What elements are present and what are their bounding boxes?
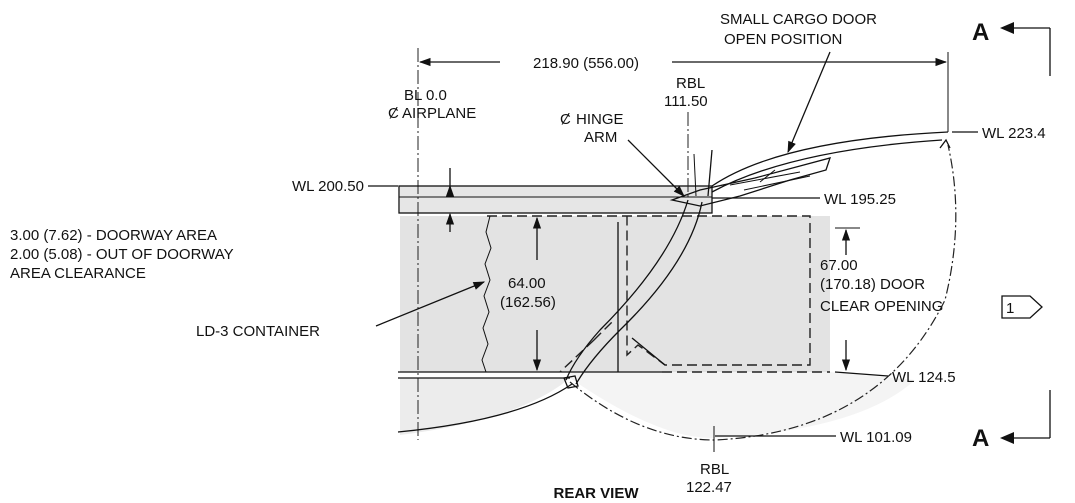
rbl-hinge-label-2: 111.50: [664, 93, 708, 110]
upper-floor-beam: [398, 185, 713, 214]
flag-note-box: [1001, 295, 1043, 319]
container-leader: [375, 281, 486, 327]
rbl-hinge-label-1: RBL: [676, 75, 705, 92]
svg-text:Ȼ: Ȼ: [388, 105, 399, 122]
section-a-bottom-label: A: [972, 425, 989, 452]
wl-101-label: WL 101.09: [840, 429, 912, 446]
door-vertical-2: [693, 153, 697, 197]
section-a-top-label: A: [972, 19, 989, 46]
bl-label-2: AIRPLANE: [402, 105, 476, 122]
wl-124-label: WL 124.5: [892, 369, 956, 386]
dim-67-metric: (170.18) DOOR: [820, 276, 925, 293]
section-a-top-head: [1000, 22, 1014, 34]
hinge-arm-body: [565, 199, 689, 381]
door-title-1: SMALL CARGO DOOR: [720, 11, 877, 28]
wl-223-label: WL 223.4: [982, 125, 1046, 142]
door-title-leader: [787, 51, 831, 154]
fuselage-shade: [400, 186, 712, 213]
wl-195-label: WL 195.25: [824, 191, 896, 208]
section-a-top-arrow: [1010, 27, 1051, 76]
bl-label-1: BL 0.0: [404, 87, 447, 104]
svg-text:Ȼ: Ȼ: [560, 111, 571, 128]
dim-64-metric: (162.56): [500, 294, 556, 311]
door-open-panel: [711, 131, 949, 187]
cargo-compartment-shade: [400, 216, 830, 372]
doorway-line-2: 2.00 (5.08) - OUT OF DOORWAY: [10, 246, 234, 263]
flag-note-label: 1: [1006, 300, 1014, 317]
container-label: LD-3 CONTAINER: [196, 323, 320, 340]
hinge-label-1: HINGE: [576, 111, 624, 128]
door-open-panel-inner: [711, 139, 943, 193]
dim-67-opening: CLEAR OPENING: [820, 298, 943, 315]
overall-width-label: 218.90 (556.00): [533, 55, 639, 72]
door-outer-arc: [397, 383, 573, 433]
hinge-leader: [627, 139, 685, 197]
container-jagged-edge: [481, 215, 492, 373]
hinge-label-2: ARM: [584, 129, 617, 146]
doorway-line-1: 3.00 (7.62) - DOORWAY AREA: [10, 227, 217, 244]
wl-124-leader: [834, 371, 889, 377]
door-swing-arc-lower: [569, 144, 957, 441]
rbl-bottom-2: 122.47: [686, 479, 732, 496]
rbl-bottom-1: RBL: [700, 461, 729, 478]
door-vertical: [707, 149, 713, 197]
cabin-sweep-shade: [400, 378, 570, 435]
centerline-symbol-bl: Ȼ: [388, 105, 399, 122]
hinge-arm-tip: [563, 375, 579, 389]
dim-64-value: 64.00: [508, 275, 546, 292]
container-left-dash: [559, 321, 613, 373]
section-a-bottom-head: [1000, 432, 1014, 444]
door-open-mechanism-2: [729, 169, 811, 191]
door-tip: [939, 138, 951, 149]
hinge-arm-body-2: [575, 201, 703, 385]
doorway-line-3: AREA CLEARANCE: [10, 265, 146, 282]
door-arc-region: [570, 372, 915, 439]
door-title-2: OPEN POSITION: [724, 31, 842, 48]
dim-67-value: 67.00: [820, 257, 858, 274]
section-a-bottom-arrow: [1010, 390, 1051, 439]
door-open-mechanism: [669, 157, 831, 207]
container-slope: [631, 337, 666, 366]
view-title: REAR VIEW: [553, 485, 639, 502]
centerline-symbol-hinge: Ȼ: [560, 111, 571, 128]
wl-200-label: WL 200.50: [292, 178, 364, 195]
